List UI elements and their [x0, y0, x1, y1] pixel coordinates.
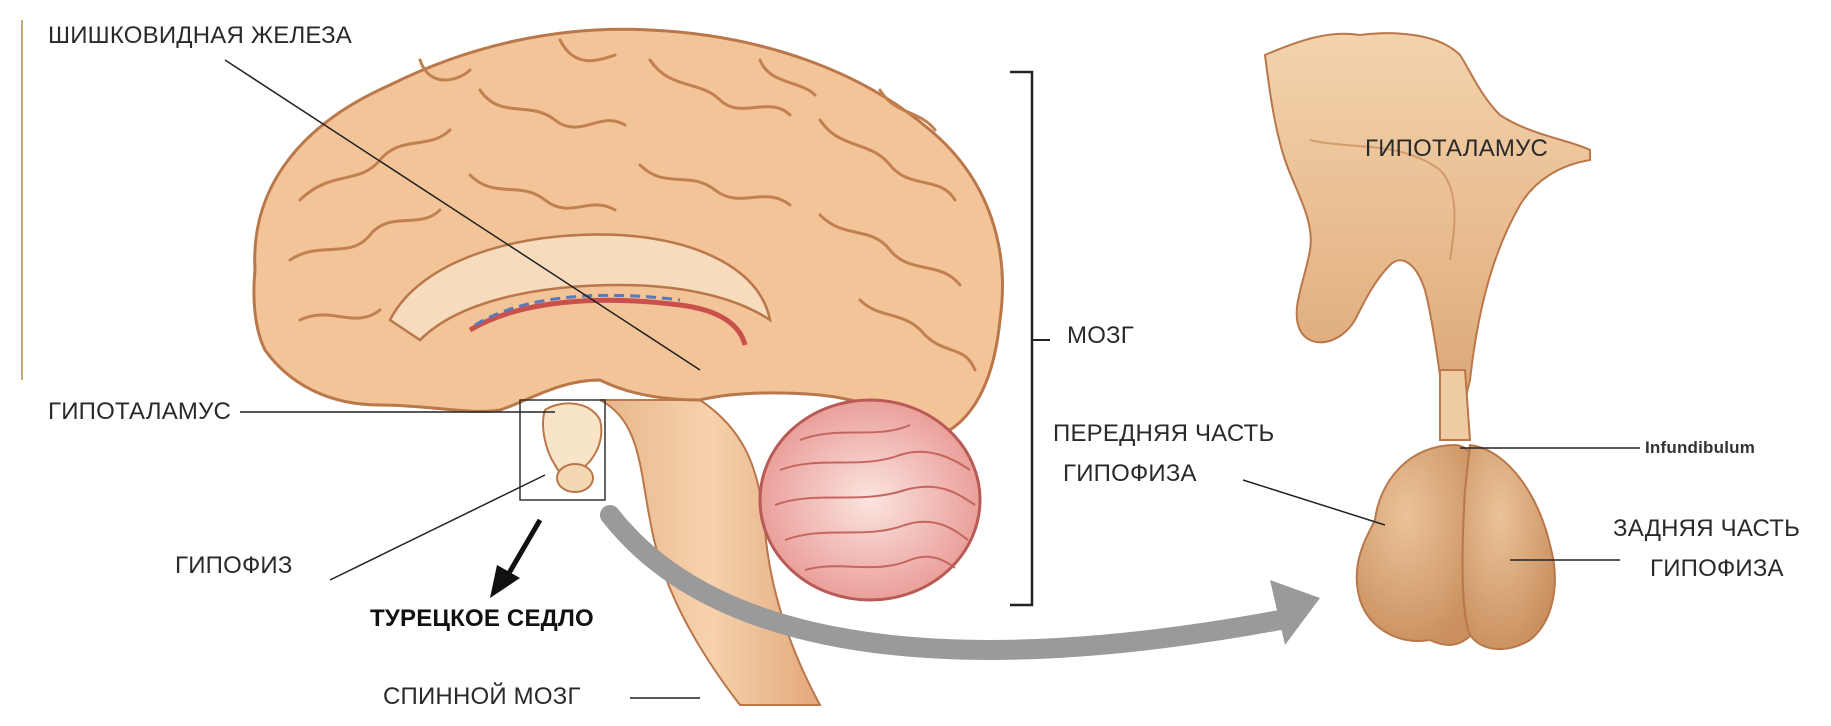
brain-pituitary — [557, 464, 593, 492]
detail-infundibulum — [1440, 370, 1470, 440]
label-posterior-line1: ЗАДНЯЯ ЧАСТЬ — [1613, 515, 1800, 544]
label-infundibulum: Infundibulum — [1645, 438, 1755, 458]
detail-pituitary-anterior — [1357, 445, 1480, 645]
label-hypothalamus-right: ГИПОТАЛАМУС — [1365, 135, 1548, 164]
label-posterior-line2: ГИПОФИЗА — [1650, 555, 1784, 584]
brain-bracket — [1010, 72, 1032, 605]
label-pituitary-left: ГИПОФИЗ — [175, 552, 293, 581]
label-anterior-line2: ГИПОФИЗА — [1063, 460, 1197, 489]
detail-hypothalamus — [1265, 33, 1590, 430]
label-pineal-gland: ШИШКОВИДНАЯ ЖЕЛЕЗА — [48, 22, 352, 51]
label-brain: МОЗГ — [1067, 322, 1134, 351]
label-anterior-line1: ПЕРЕДНЯЯ ЧАСТЬ — [1053, 420, 1274, 449]
label-hypothalamus-left: ГИПОТАЛАМУС — [48, 398, 231, 427]
sella-arrow-head — [490, 565, 520, 598]
zoom-arrow-head — [1270, 580, 1320, 645]
label-sella-turcica: ТУРЕЦКОЕ СЕДЛО — [370, 605, 594, 634]
label-spinal-cord: СПИННОЙ МОЗГ — [383, 683, 581, 712]
sella-arrow — [505, 520, 540, 580]
detail-pituitary-posterior — [1463, 445, 1555, 649]
cerebrum — [254, 29, 1003, 430]
